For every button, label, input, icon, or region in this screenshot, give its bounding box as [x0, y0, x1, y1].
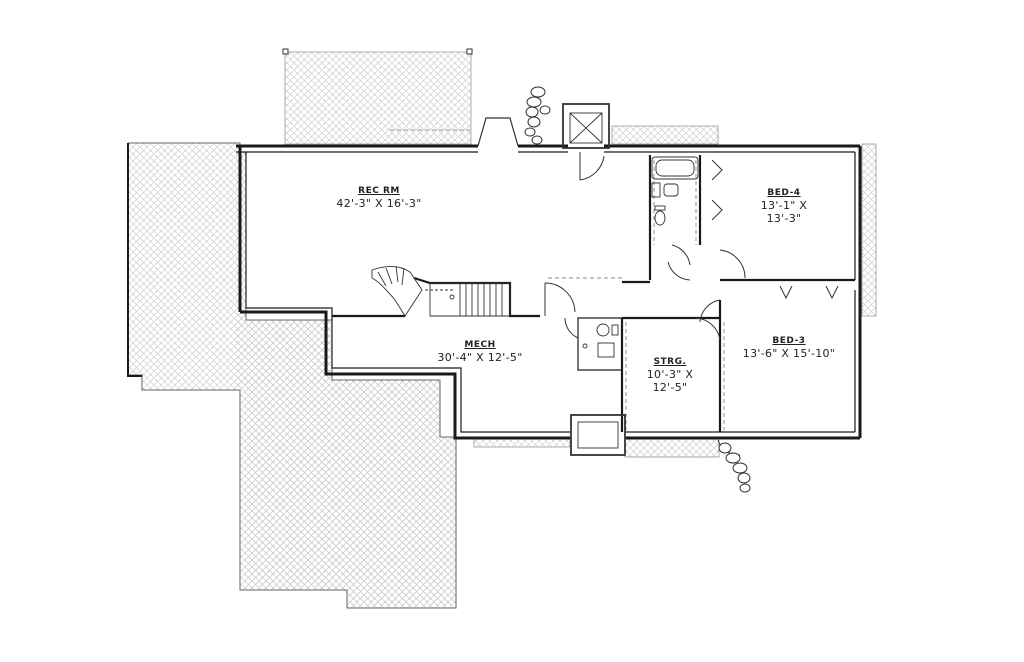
dashed-lines — [390, 129, 725, 430]
rec-room-label: REC RM 42'-3" X 16'-3" — [314, 186, 444, 210]
storage-dimensions-line1: 10'-3" X — [646, 367, 694, 381]
bed-4-label: BED-4 13'-1" X 13'-3" — [744, 188, 824, 225]
bathtub — [651, 156, 699, 180]
toilet — [654, 210, 666, 226]
patio-post — [466, 48, 473, 55]
fixtures — [477, 103, 699, 456]
boulders — [524, 86, 751, 493]
window-well-bottom — [570, 414, 626, 456]
top-patio — [284, 51, 472, 145]
side-strip — [861, 143, 877, 317]
mech-dimensions: 30'-4" X 12'-5" — [437, 350, 523, 364]
storage-name: STRG. — [653, 357, 687, 367]
storage-dimensions-line2: 12'-5" — [652, 380, 688, 394]
storage-label: STRG. 10'-3" X 12'-5" — [632, 357, 708, 394]
mech-label: MECH 30'-4" X 12'-5" — [415, 340, 545, 364]
patio-post — [282, 48, 289, 55]
bed-4-dimensions-line2: 13'-3" — [766, 211, 802, 225]
exterior-walls — [127, 143, 862, 440]
furnace — [597, 342, 615, 358]
window-well — [562, 103, 610, 149]
doors — [544, 152, 839, 456]
water-heater — [596, 323, 610, 337]
patio-hatch — [127, 48, 877, 609]
small-patio — [611, 125, 719, 145]
bottom-patio — [624, 436, 720, 458]
bed-3-label: BED-3 13'-6" X 15'-10" — [727, 336, 851, 360]
egress — [477, 117, 519, 147]
staircase — [371, 265, 511, 317]
bed-3-dimensions: 13'-6" X 15'-10" — [742, 346, 836, 360]
bed-3-name: BED-3 — [772, 336, 806, 346]
rec-room-dimensions: 42'-3" X 16'-3" — [336, 196, 422, 210]
mech-name: MECH — [464, 340, 496, 350]
bed-4-dimensions-line1: 13'-1" X — [760, 198, 808, 212]
rec-room-name: REC RM — [358, 186, 400, 196]
sink — [651, 182, 661, 198]
bed-4-name: BED-4 — [767, 188, 801, 198]
